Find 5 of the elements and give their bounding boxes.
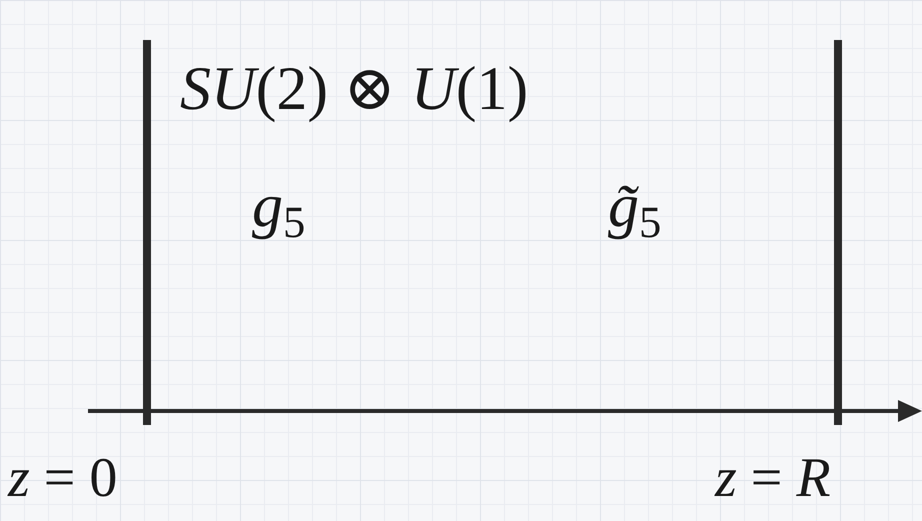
- boundary-label: z = 0: [8, 450, 118, 506]
- coupling-label: g$_{5}$: [252, 175, 306, 245]
- boundary-label: z = R: [715, 450, 831, 506]
- gauge-group-label: SU(2) ⊗ U(1): [180, 58, 528, 120]
- coupling-label: g̃$_{5}$: [608, 175, 662, 245]
